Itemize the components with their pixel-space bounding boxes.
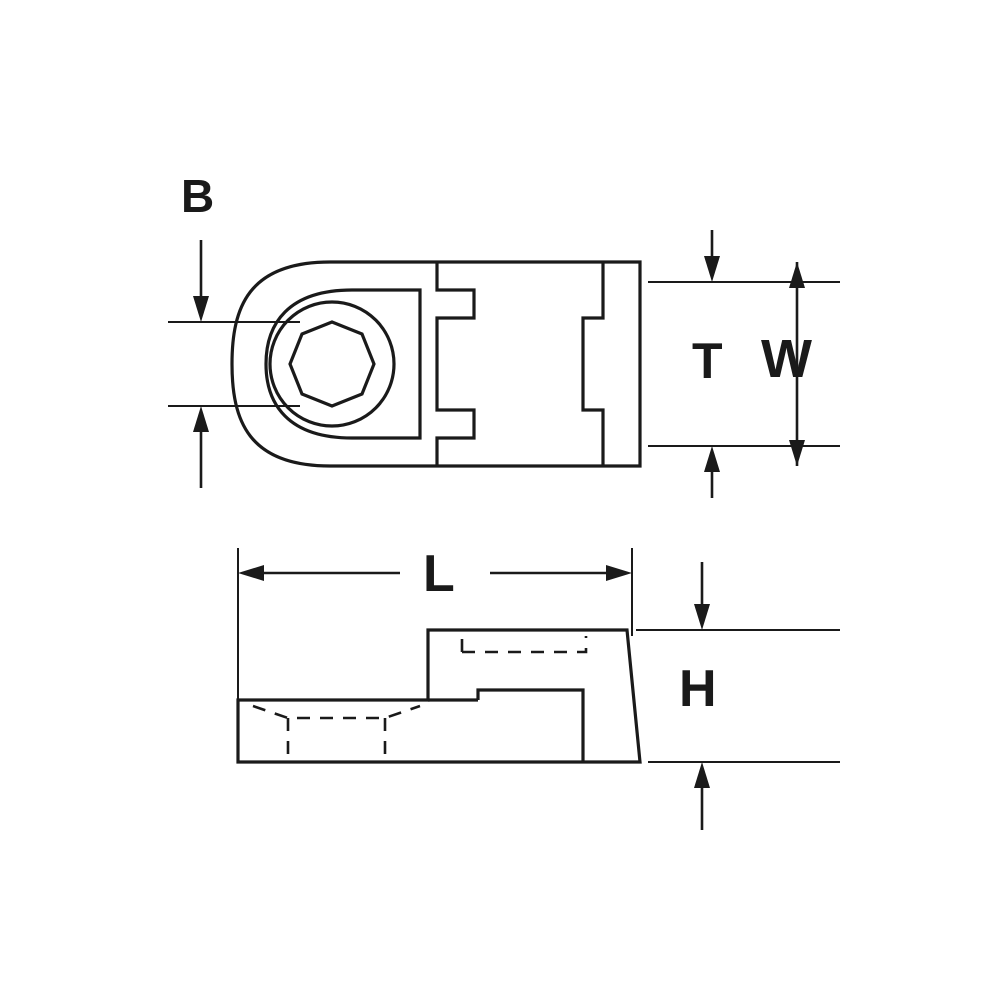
dimension-label-t: T	[692, 333, 723, 389]
top-view-hole-inner-circle	[288, 320, 376, 408]
side-view-hidden-channel-top	[460, 636, 588, 654]
dimension-h-arrowheads	[694, 604, 710, 788]
dimension-t-extension-lines	[648, 281, 840, 447]
top-view-hole-outer-circle	[268, 300, 396, 428]
dimension-label-h: H	[679, 660, 717, 718]
dimension-label-w: W	[761, 329, 812, 389]
top-view-boss-outer-ring	[264, 288, 422, 440]
dimension-l-arrowheads	[238, 565, 632, 581]
dimension-label-l: L	[423, 545, 455, 603]
top-view-body-outline	[230, 260, 642, 468]
side-view-step-profile	[428, 688, 585, 762]
side-view-hidden-channel-left	[252, 704, 421, 762]
dimension-b-arrowheads	[193, 296, 209, 432]
dimension-h-extension-lines	[636, 629, 840, 763]
dimension-l-extension-lines	[237, 548, 633, 700]
dimension-label-b: B	[181, 170, 215, 222]
side-view-body-outline	[236, 628, 642, 764]
dimension-b-extension-lines	[168, 321, 300, 407]
top-view-strap-slot	[435, 262, 605, 466]
dimension-t-arrowheads	[704, 256, 720, 472]
dimension-w-arrowheads	[789, 262, 805, 466]
